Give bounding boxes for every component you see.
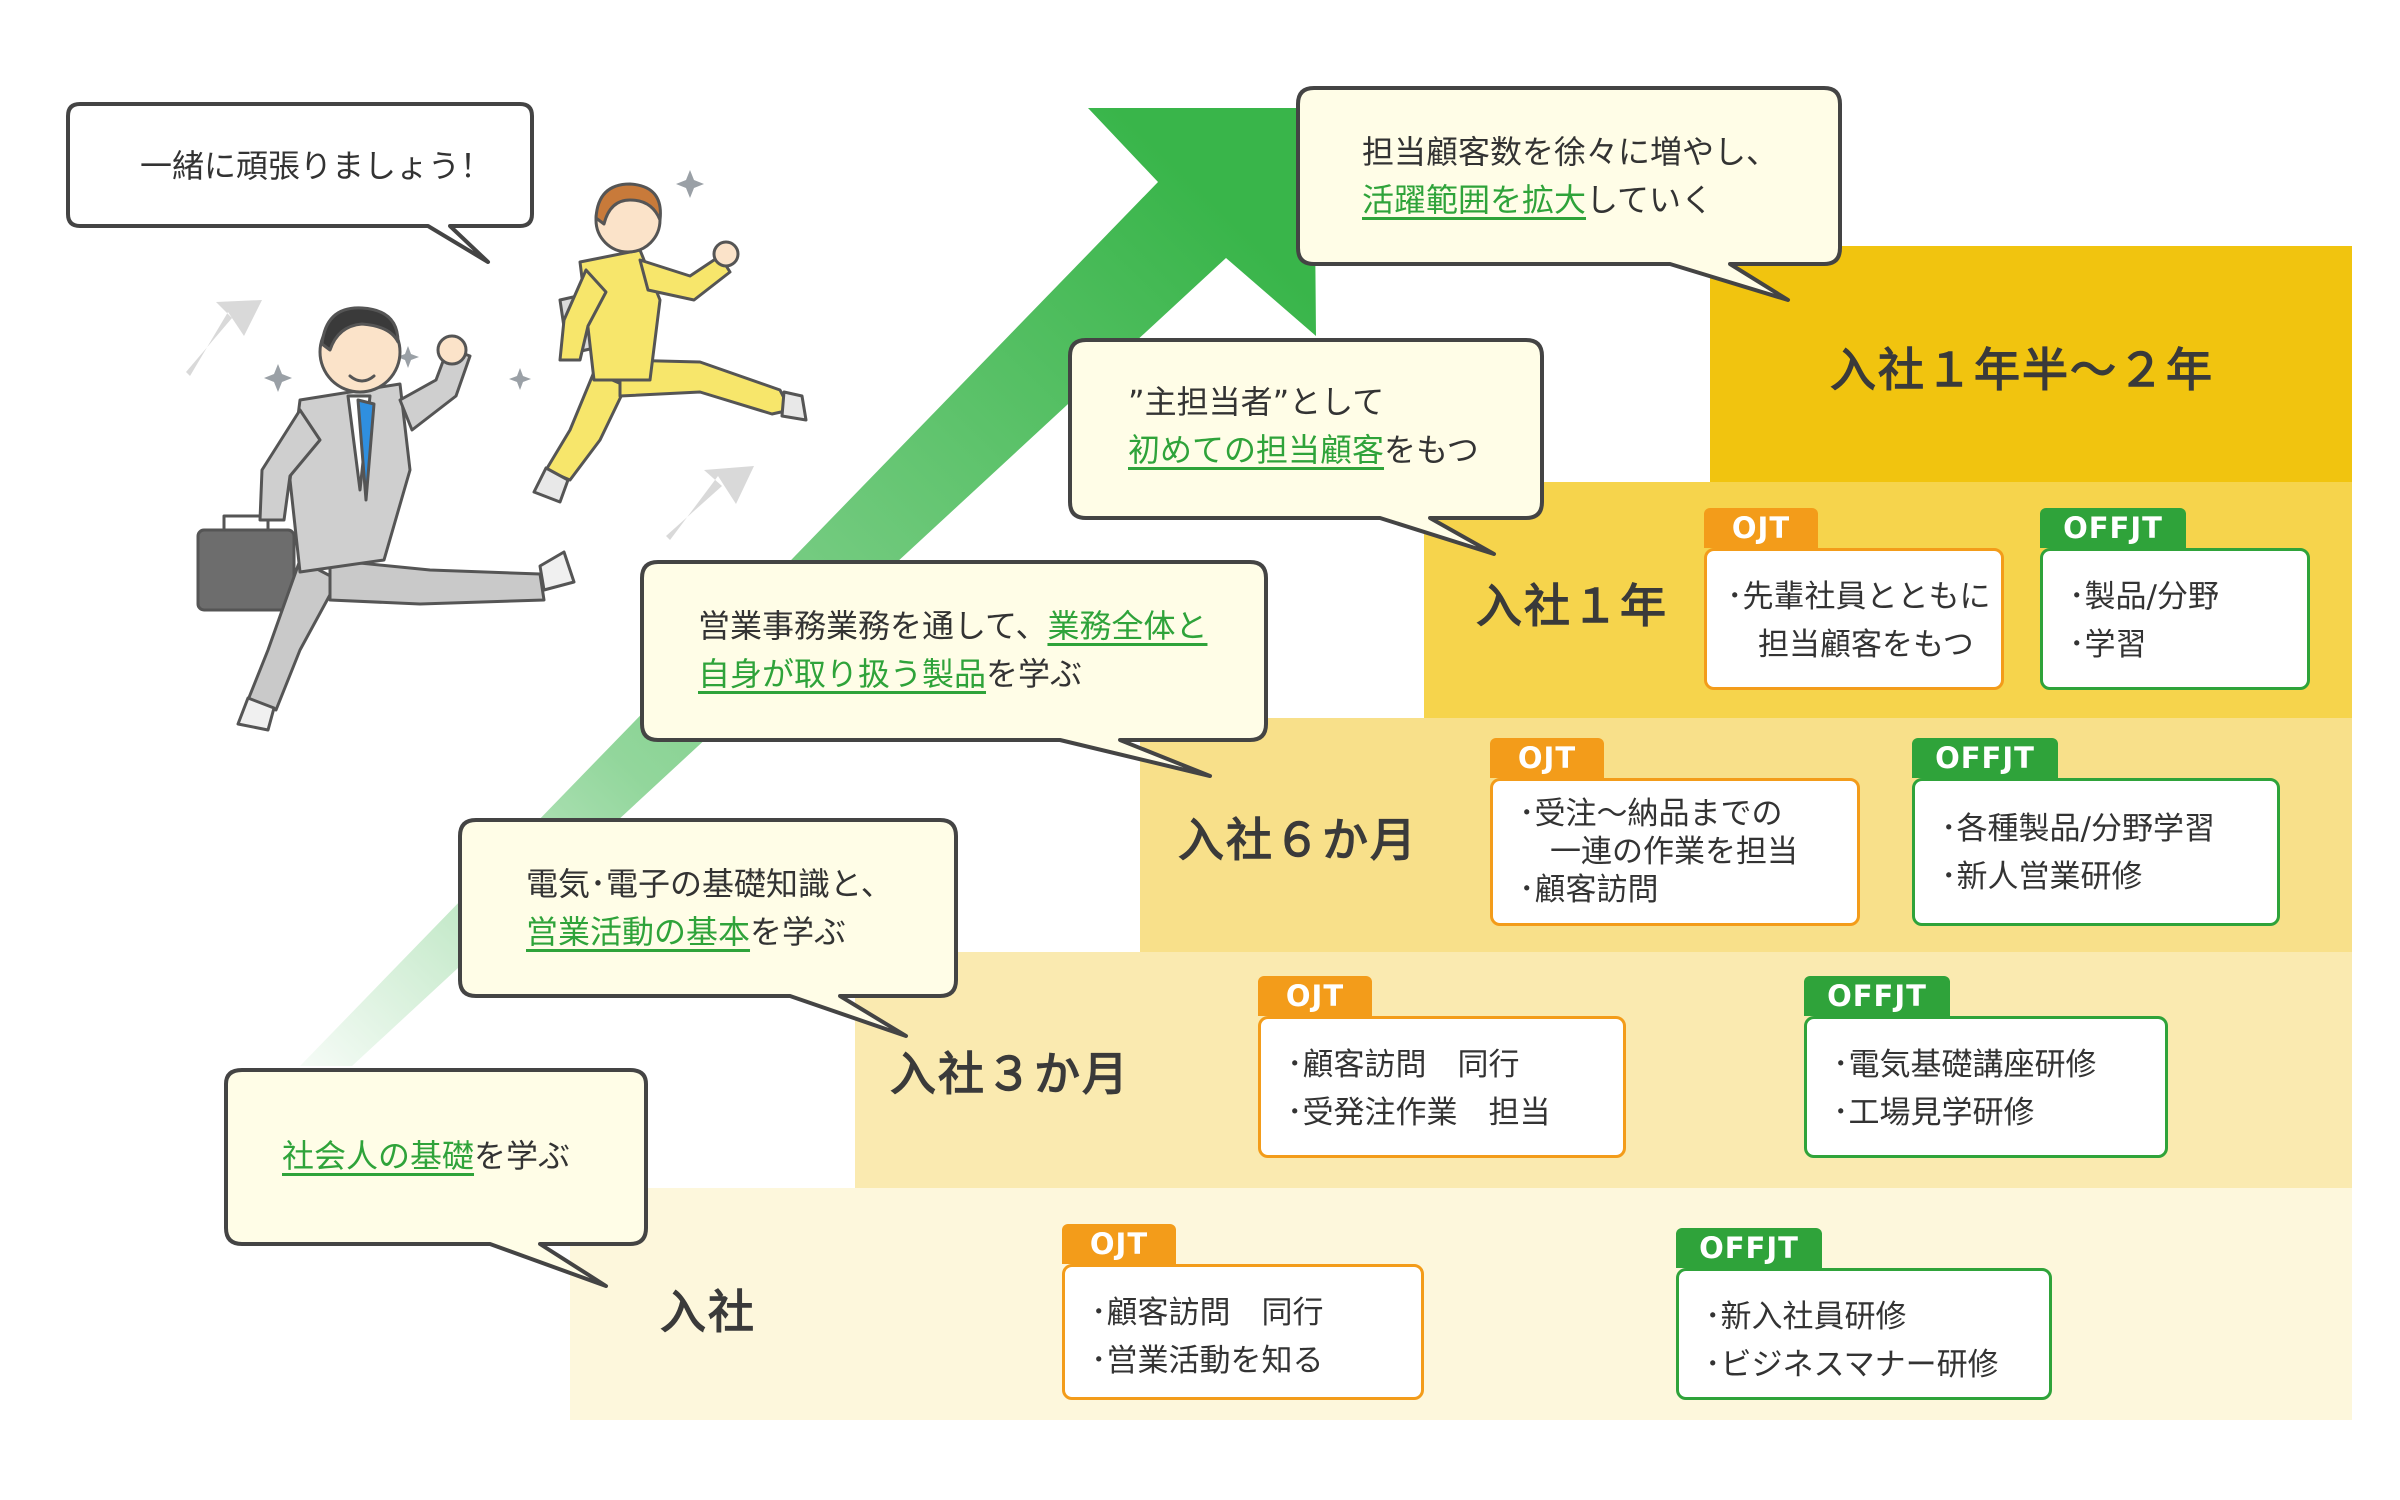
ojt-tag: OJT	[1704, 508, 1818, 548]
ojt-card-6m: ･受注～納品までの 一連の作業を担当 ･顧客訪問	[1490, 778, 1860, 926]
ojt-item: ･顧客訪問 同行	[1287, 1047, 1520, 1083]
businesswoman-illustration	[532, 182, 808, 504]
offjt-tag: OFFJT	[1912, 738, 2058, 778]
bubble-highlight: 社会人の基礎	[282, 1137, 475, 1175]
bubble-step-6m-text: 営業事務業務を通して、業務全体と 自身が取り扱う製品を学ぶ	[698, 602, 1207, 698]
ojt-item: 担当顧客をもつ	[1727, 627, 1974, 663]
bubble-highlight: 初めての担当顧客	[1128, 431, 1385, 469]
tier-label-base: 入社	[660, 1285, 756, 1339]
offjt-item: ･新入社員研修	[1705, 1299, 1907, 1335]
tier-label-1y: 入社１年	[1476, 579, 1668, 633]
ojt-item: ･顧客訪問 同行	[1091, 1295, 1324, 1331]
offjt-item: ･各種製品/分野学習	[1941, 811, 2215, 847]
ojt-item: ･受注～納品までの	[1519, 796, 1783, 832]
tier-label-6m: 入社６か月	[1178, 813, 1418, 867]
bubble-step-1y	[1068, 338, 1544, 556]
businessman-illustration	[196, 306, 576, 732]
tier-block-base	[570, 1188, 2352, 1420]
bubble-line: 電気･電子の基礎知識と、	[526, 865, 893, 903]
motion-arrow-icons	[186, 300, 754, 540]
offjt-item: ･ビジネスマナー研修	[1705, 1347, 1999, 1383]
ojt-tag: OJT	[1258, 976, 1372, 1016]
offjt-card-1y: ･製品/分野 ･学習	[2040, 548, 2310, 690]
bubble-step-1y-text: ”主担当者”として 初めての担当顧客をもつ	[1128, 378, 1479, 474]
bubble-step-base-text: 社会人の基礎を学ぶ	[282, 1132, 570, 1180]
bubble-step-6m	[640, 560, 1268, 778]
bubble-text-post: を学ぶ	[474, 1137, 571, 1175]
bubble-step-3m	[458, 818, 958, 1038]
tier-label-3m: 入社３か月	[890, 1047, 1130, 1101]
bubble-text-post: を学ぶ	[986, 655, 1083, 693]
tier-block-2y	[1710, 246, 2352, 482]
ojt-item: 一連の作業を担当	[1519, 834, 1798, 870]
offjt-card-6m: ･各種製品/分野学習 ･新人営業研修	[1912, 778, 2280, 926]
bubble-step-3m-text: 電気･電子の基礎知識と、 営業活動の基本を学ぶ	[526, 860, 893, 956]
ojt-card-base: ･顧客訪問 同行 ･営業活動を知る	[1062, 1264, 1424, 1400]
ojt-card-3m: ･顧客訪問 同行 ･受発注作業 担当	[1258, 1016, 1626, 1158]
ojt-item: ･顧客訪問	[1519, 872, 1659, 908]
tier-label-2y: 入社１年半～２年	[1830, 343, 2214, 397]
bubble-line: 担当顧客数を徐々に増やし、	[1362, 133, 1779, 171]
speech-bubbles	[66, 86, 1842, 1288]
offjt-tag: OFFJT	[2040, 508, 2186, 548]
bubble-text-post: を学ぶ	[750, 913, 847, 951]
offjt-card-3m: ･電気基礎講座研修 ･工場見学研修	[1804, 1016, 2168, 1158]
bubble-line: ”主担当者”として	[1128, 383, 1385, 421]
bubble-text-post: していく	[1586, 181, 1714, 219]
bubble-cheer-text: 一緒に頑張りましょう！	[140, 147, 493, 185]
bubble-text-post: をもつ	[1384, 431, 1479, 469]
offjt-item: ･学習	[2069, 627, 2147, 663]
bubble-highlight: 活躍範囲を拡大	[1362, 181, 1587, 219]
ojt-item: ･先輩社員とともに	[1727, 579, 1991, 615]
ojt-item: ･受発注作業 担当	[1287, 1095, 1551, 1131]
sparkle-icons	[264, 170, 704, 392]
bubble-highlight: 業務全体と	[1047, 607, 1208, 645]
ojt-tag: OJT	[1490, 738, 1604, 778]
bubble-cheer	[66, 102, 534, 264]
offjt-card-base: ･新入社員研修 ･ビジネスマナー研修	[1676, 1268, 2052, 1400]
bubble-step-2y-text: 担当顧客数を徐々に増やし、 活躍範囲を拡大していく	[1362, 128, 1778, 224]
bubble-highlight: 営業活動の基本	[526, 913, 751, 951]
bubble-line: 営業事務業務を通して、	[698, 607, 1048, 645]
ojt-card-1y: ･先輩社員とともに 担当顧客をもつ	[1704, 548, 2004, 690]
bubble-step-base	[224, 1068, 648, 1288]
offjt-item: ･工場見学研修	[1833, 1095, 2035, 1131]
offjt-item: ･新人営業研修	[1941, 859, 2143, 895]
bubble-highlight: 自身が取り扱う製品	[698, 655, 987, 693]
ojt-tag: OJT	[1062, 1224, 1176, 1264]
bubble-step-2y	[1296, 86, 1842, 302]
offjt-tag: OFFJT	[1804, 976, 1950, 1016]
offjt-item: ･製品/分野	[2069, 579, 2219, 615]
offjt-item: ･電気基礎講座研修	[1833, 1047, 2097, 1083]
ojt-item: ･営業活動を知る	[1091, 1343, 1324, 1379]
offjt-tag: OFFJT	[1676, 1228, 1822, 1268]
